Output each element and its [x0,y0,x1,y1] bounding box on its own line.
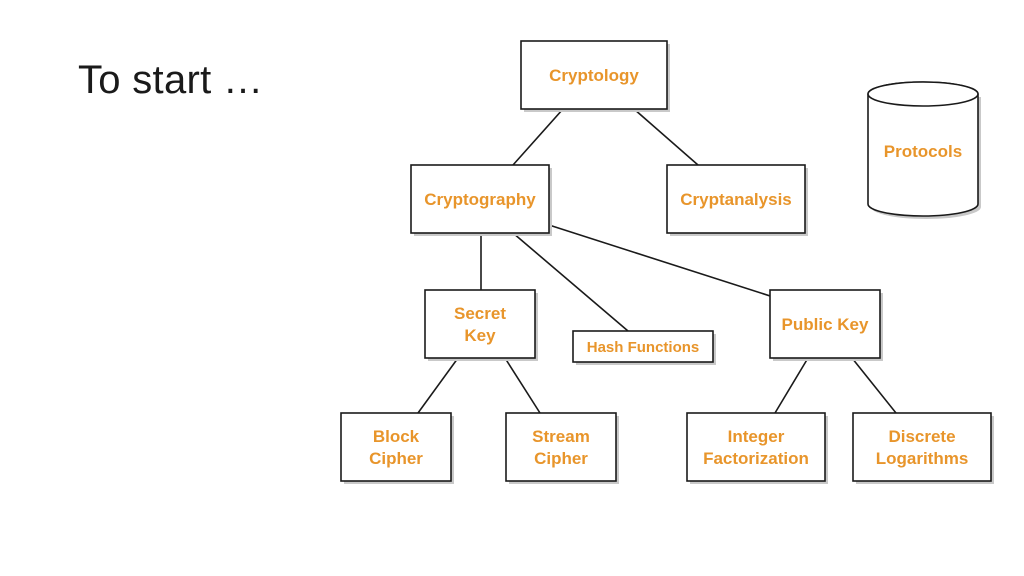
edges [417,108,897,414]
node-box [769,289,881,359]
node-box [340,412,452,482]
node-label: Discrete [888,427,955,446]
edge-cryptography-public_key [548,224,793,304]
edge-public_key-integer [774,357,809,414]
edge-public_key-discrete [851,357,897,414]
node-label: Public Key [782,315,869,334]
node-label: Secret [454,304,506,323]
node-label: Key [464,326,496,345]
node-cryptography: Cryptography [410,164,552,236]
edge-cryptology-cryptanalysis [633,108,699,166]
node-public-key: Public Key [769,289,883,361]
node-label: Cipher [534,449,588,468]
node-label: Protocols [884,142,962,161]
node-cryptanalysis: Cryptanalysis [666,164,808,236]
edge-cryptology-cryptography [512,108,564,166]
node-box [666,164,806,234]
node-label: Cryptanalysis [680,190,792,209]
node-label: Logarithms [876,449,969,468]
edge-secret_key-block [417,357,459,414]
edge-secret_key-stream [504,357,541,414]
slide-title: To start … [78,58,264,102]
node-box [410,164,550,234]
node-label: Cryptography [424,190,536,209]
node-box [686,412,826,482]
node-label: Stream [532,427,590,446]
node-label: Cipher [369,449,423,468]
cylinder-top [867,81,979,107]
node-label: Block [373,427,420,446]
node-box [520,40,668,110]
node-hash: Hash Functions [572,330,716,365]
edge-cryptography-hash [512,232,629,332]
node-box [852,412,992,482]
node-protocols: Protocols [867,81,981,219]
node-cryptology: Cryptology [520,40,670,112]
node-label: Hash Functions [587,339,700,356]
node-box [424,289,536,359]
node-box [572,330,714,363]
node-label: Cryptology [549,66,639,85]
node-box [505,412,617,482]
node-label: Factorization [703,449,809,468]
node-label: Integer [728,427,785,446]
